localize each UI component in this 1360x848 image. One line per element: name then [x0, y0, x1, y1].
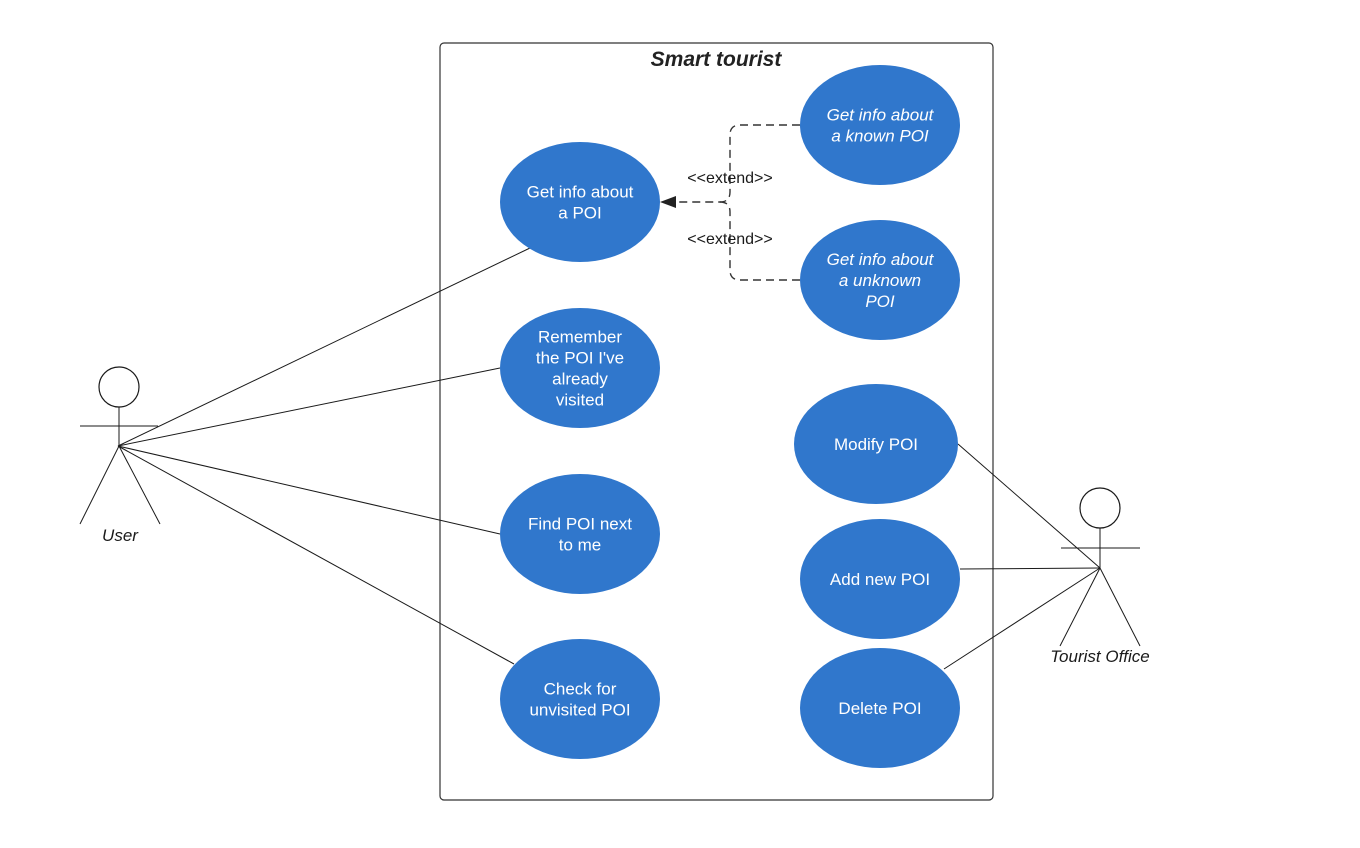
use-case-label-line: already: [552, 370, 608, 389]
actor-leg-left: [79, 445, 120, 525]
association-office-modify: [957, 443, 1101, 569]
office-associations: [943, 443, 1101, 670]
use-case-label: Delete POI: [838, 699, 921, 718]
actor-user-label: User: [102, 526, 139, 545]
association-user-find: [117, 445, 501, 535]
use-case-label-line: Delete POI: [838, 699, 921, 718]
use-case-label-line: Remember: [538, 328, 622, 347]
extend-unknown-line: [719, 201, 800, 281]
use-case-label-line: Add new POI: [830, 570, 930, 589]
use-case-label: Add new POI: [830, 570, 930, 589]
use-case-label: Find POI next to me: [528, 515, 632, 555]
system-boundary: [439, 42, 994, 801]
use-case-label-line: Get info about: [827, 106, 935, 125]
use-case-label-line: Get info about: [527, 183, 634, 202]
use-case-label-line: POI: [865, 292, 895, 311]
use-case-remember-visited[interactable]: Remember the POI I've already visited: [500, 308, 660, 428]
use-case-label: Remember the POI I've already visited: [536, 328, 624, 410]
actor-leg-right: [1099, 567, 1141, 647]
association-user-get-info: [117, 247, 531, 447]
user-associations: [117, 247, 531, 665]
use-case-label: Get info about a known POI: [827, 106, 935, 146]
association-user-check: [117, 445, 515, 665]
use-case-label: Check for unvisited POI: [529, 680, 630, 720]
use-case-get-info-poi[interactable]: Get info about a POI: [500, 142, 660, 262]
association-office-delete: [943, 567, 1101, 670]
use-case-label-line: a unknown: [839, 271, 921, 290]
use-case-modify-poi[interactable]: Modify POI: [794, 384, 958, 504]
actor-tourist-office[interactable]: Tourist Office: [1050, 487, 1150, 666]
actor-user[interactable]: User: [79, 366, 161, 545]
use-case-add-poi[interactable]: Add new POI: [800, 519, 960, 639]
use-case-get-info-known-poi[interactable]: Get info about a known POI: [800, 65, 960, 185]
association-user-remember: [117, 367, 501, 447]
actor-tourist-office-label: Tourist Office: [1050, 647, 1150, 666]
actor-leg-right: [118, 445, 161, 525]
use-case-label-line: Check for: [544, 680, 617, 699]
use-case-find-poi-next[interactable]: Find POI next to me: [500, 474, 660, 594]
use-case-label: Modify POI: [834, 435, 918, 454]
use-case-label-line: Modify POI: [834, 435, 918, 454]
use-case-delete-poi[interactable]: Delete POI: [800, 648, 960, 768]
extend-known-line: [675, 124, 800, 203]
extend-arrowhead: [660, 196, 676, 208]
use-case-label-line: a POI: [558, 204, 601, 223]
extend-relations: <<extend>> <<extend>>: [660, 124, 800, 281]
use-case-label-line: Find POI next: [528, 515, 632, 534]
use-case-check-unvisited[interactable]: Check for unvisited POI: [500, 639, 660, 759]
use-case-label-line: Get info about: [827, 250, 935, 269]
use-case-label-line: unvisited POI: [529, 701, 630, 720]
use-case-label-line: to me: [559, 536, 602, 555]
extend-label-2: <<extend>>: [687, 231, 772, 248]
actor-leg-left: [1059, 567, 1101, 647]
use-case-label-line: the POI I've: [536, 349, 624, 368]
system-title: Smart tourist: [651, 48, 783, 71]
association-office-add: [959, 567, 1101, 570]
use-case-label-line: visited: [556, 391, 604, 410]
actor-head: [1079, 487, 1121, 529]
use-case-label-line: a known POI: [831, 127, 929, 146]
extend-label-1: <<extend>>: [687, 170, 772, 187]
use-case-label: Get info about a POI: [527, 183, 634, 223]
actor-head: [98, 366, 140, 408]
